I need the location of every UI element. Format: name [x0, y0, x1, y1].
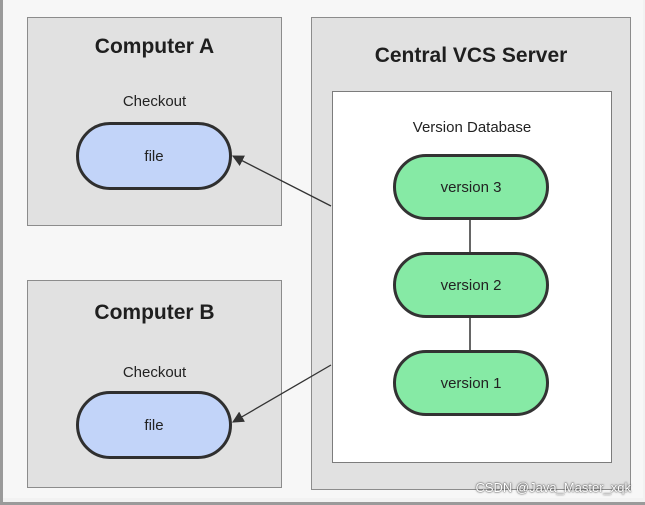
version-3-label: version 3 [440, 178, 502, 196]
version-3-node: version 3 [393, 154, 549, 220]
computer-b-checkout-label: Checkout [122, 364, 187, 381]
computer-a-file-label: file [144, 147, 164, 165]
version-2-label: version 2 [440, 276, 502, 294]
computer-a-panel: Computer A Checkout file [27, 17, 282, 226]
central-server-title: Central VCS Server [374, 44, 568, 67]
computer-a-file: file [76, 122, 232, 190]
version-2-node: version 2 [393, 252, 549, 318]
arrow-to-computer-a [231, 155, 332, 207]
version-1-node: version 1 [393, 350, 549, 416]
central-server-panel: Central VCS Server Version Database [311, 17, 631, 490]
computer-b-title: Computer B [94, 301, 215, 324]
arrow-to-computer-b [231, 364, 332, 423]
computer-b-file-label: file [144, 416, 164, 434]
computer-b-file: file [76, 391, 232, 459]
version-database-label: Version Database [412, 119, 532, 136]
computer-a-title: Computer A [94, 35, 215, 58]
watermark-text: CSDN @Java_Master_xqk [475, 480, 631, 495]
computer-a-checkout-label: Checkout [122, 93, 187, 110]
version-1-label: version 1 [440, 374, 502, 392]
computer-b-panel: Computer B Checkout file [27, 280, 282, 488]
